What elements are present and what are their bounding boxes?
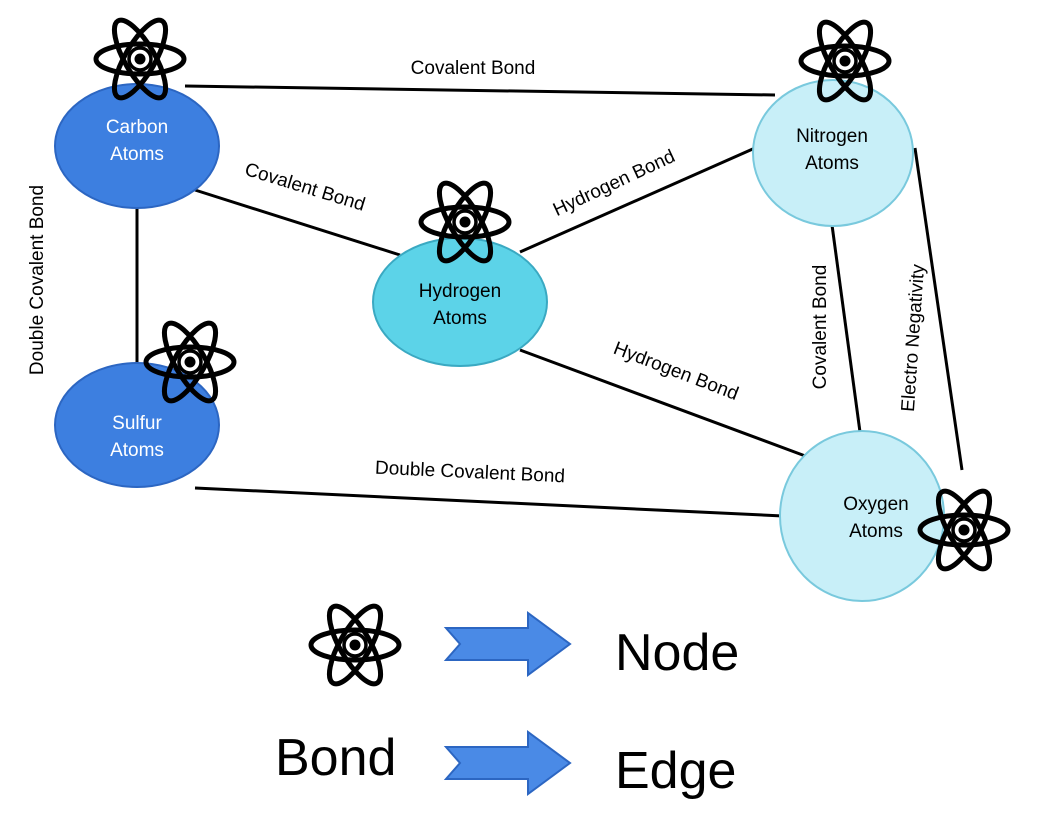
node-sulfur-label-line2: Atoms xyxy=(110,440,164,461)
node-hydrogen-circle xyxy=(372,237,548,367)
node-hydrogen-label-line2: Atoms xyxy=(433,308,487,329)
node-sulfur-label-line1: Sulfur xyxy=(112,413,162,434)
edge-nitrogen-oxygen-electro xyxy=(913,147,964,471)
legend-edge-label: Edge xyxy=(615,742,736,800)
node-nitrogen-label-line2: Atoms xyxy=(805,153,859,174)
node-carbon: Carbon Atoms xyxy=(54,83,220,209)
node-nitrogen-label-line1: Nitrogen xyxy=(796,126,868,147)
node-carbon-label-line1: Carbon xyxy=(106,117,168,138)
edge-label-carbon-hydrogen: Covalent Bond xyxy=(242,159,367,216)
node-oxygen-label-line2: Atoms xyxy=(849,521,903,542)
edge-label-hydrogen-oxygen: Hydrogen Bond xyxy=(610,338,741,405)
edge-label-nitrogen-oxygen-electro: Electro Negativity xyxy=(898,263,929,412)
node-hydrogen: Hydrogen Atoms xyxy=(372,237,548,367)
edge-carbon-hydrogen xyxy=(194,188,401,257)
node-hydrogen-label-line1: Hydrogen xyxy=(419,281,501,302)
legend-node-label: Node xyxy=(615,624,739,682)
edge-carbon-nitrogen xyxy=(184,84,776,97)
node-sulfur-circle xyxy=(54,362,220,488)
node-sulfur: Sulfur Atoms xyxy=(54,362,220,488)
node-nitrogen-circle xyxy=(752,79,914,227)
legend: Node Bond Edge xyxy=(275,599,739,800)
edge-label-sulfur-oxygen: Double Covalent Bond xyxy=(375,458,566,488)
edge-sulfur-oxygen xyxy=(194,486,784,518)
legend-bond-label: Bond xyxy=(275,729,396,787)
edges-layer xyxy=(135,84,964,518)
edge-nitrogen-oxygen-covalent xyxy=(830,224,862,433)
node-oxygen-circle xyxy=(779,430,945,602)
edge-label-nitrogen-oxygen-covalent: Covalent Bond xyxy=(810,265,831,390)
node-nitrogen: Nitrogen Atoms xyxy=(752,79,914,227)
edge-label-carbon-sulfur: Double Covalent Bond xyxy=(27,185,48,375)
legend-atom-icon xyxy=(311,599,399,690)
node-carbon-label-line2: Atoms xyxy=(110,144,164,165)
edge-label-carbon-nitrogen: Covalent Bond xyxy=(411,58,536,79)
node-oxygen-label-line1: Oxygen xyxy=(843,494,908,515)
legend-arrow-node xyxy=(443,611,572,677)
edge-hydrogen-nitrogen xyxy=(519,146,756,254)
legend-arrow-edge xyxy=(443,730,572,796)
node-oxygen: Oxygen Atoms xyxy=(779,430,945,602)
edge-hydrogen-oxygen xyxy=(519,348,809,459)
